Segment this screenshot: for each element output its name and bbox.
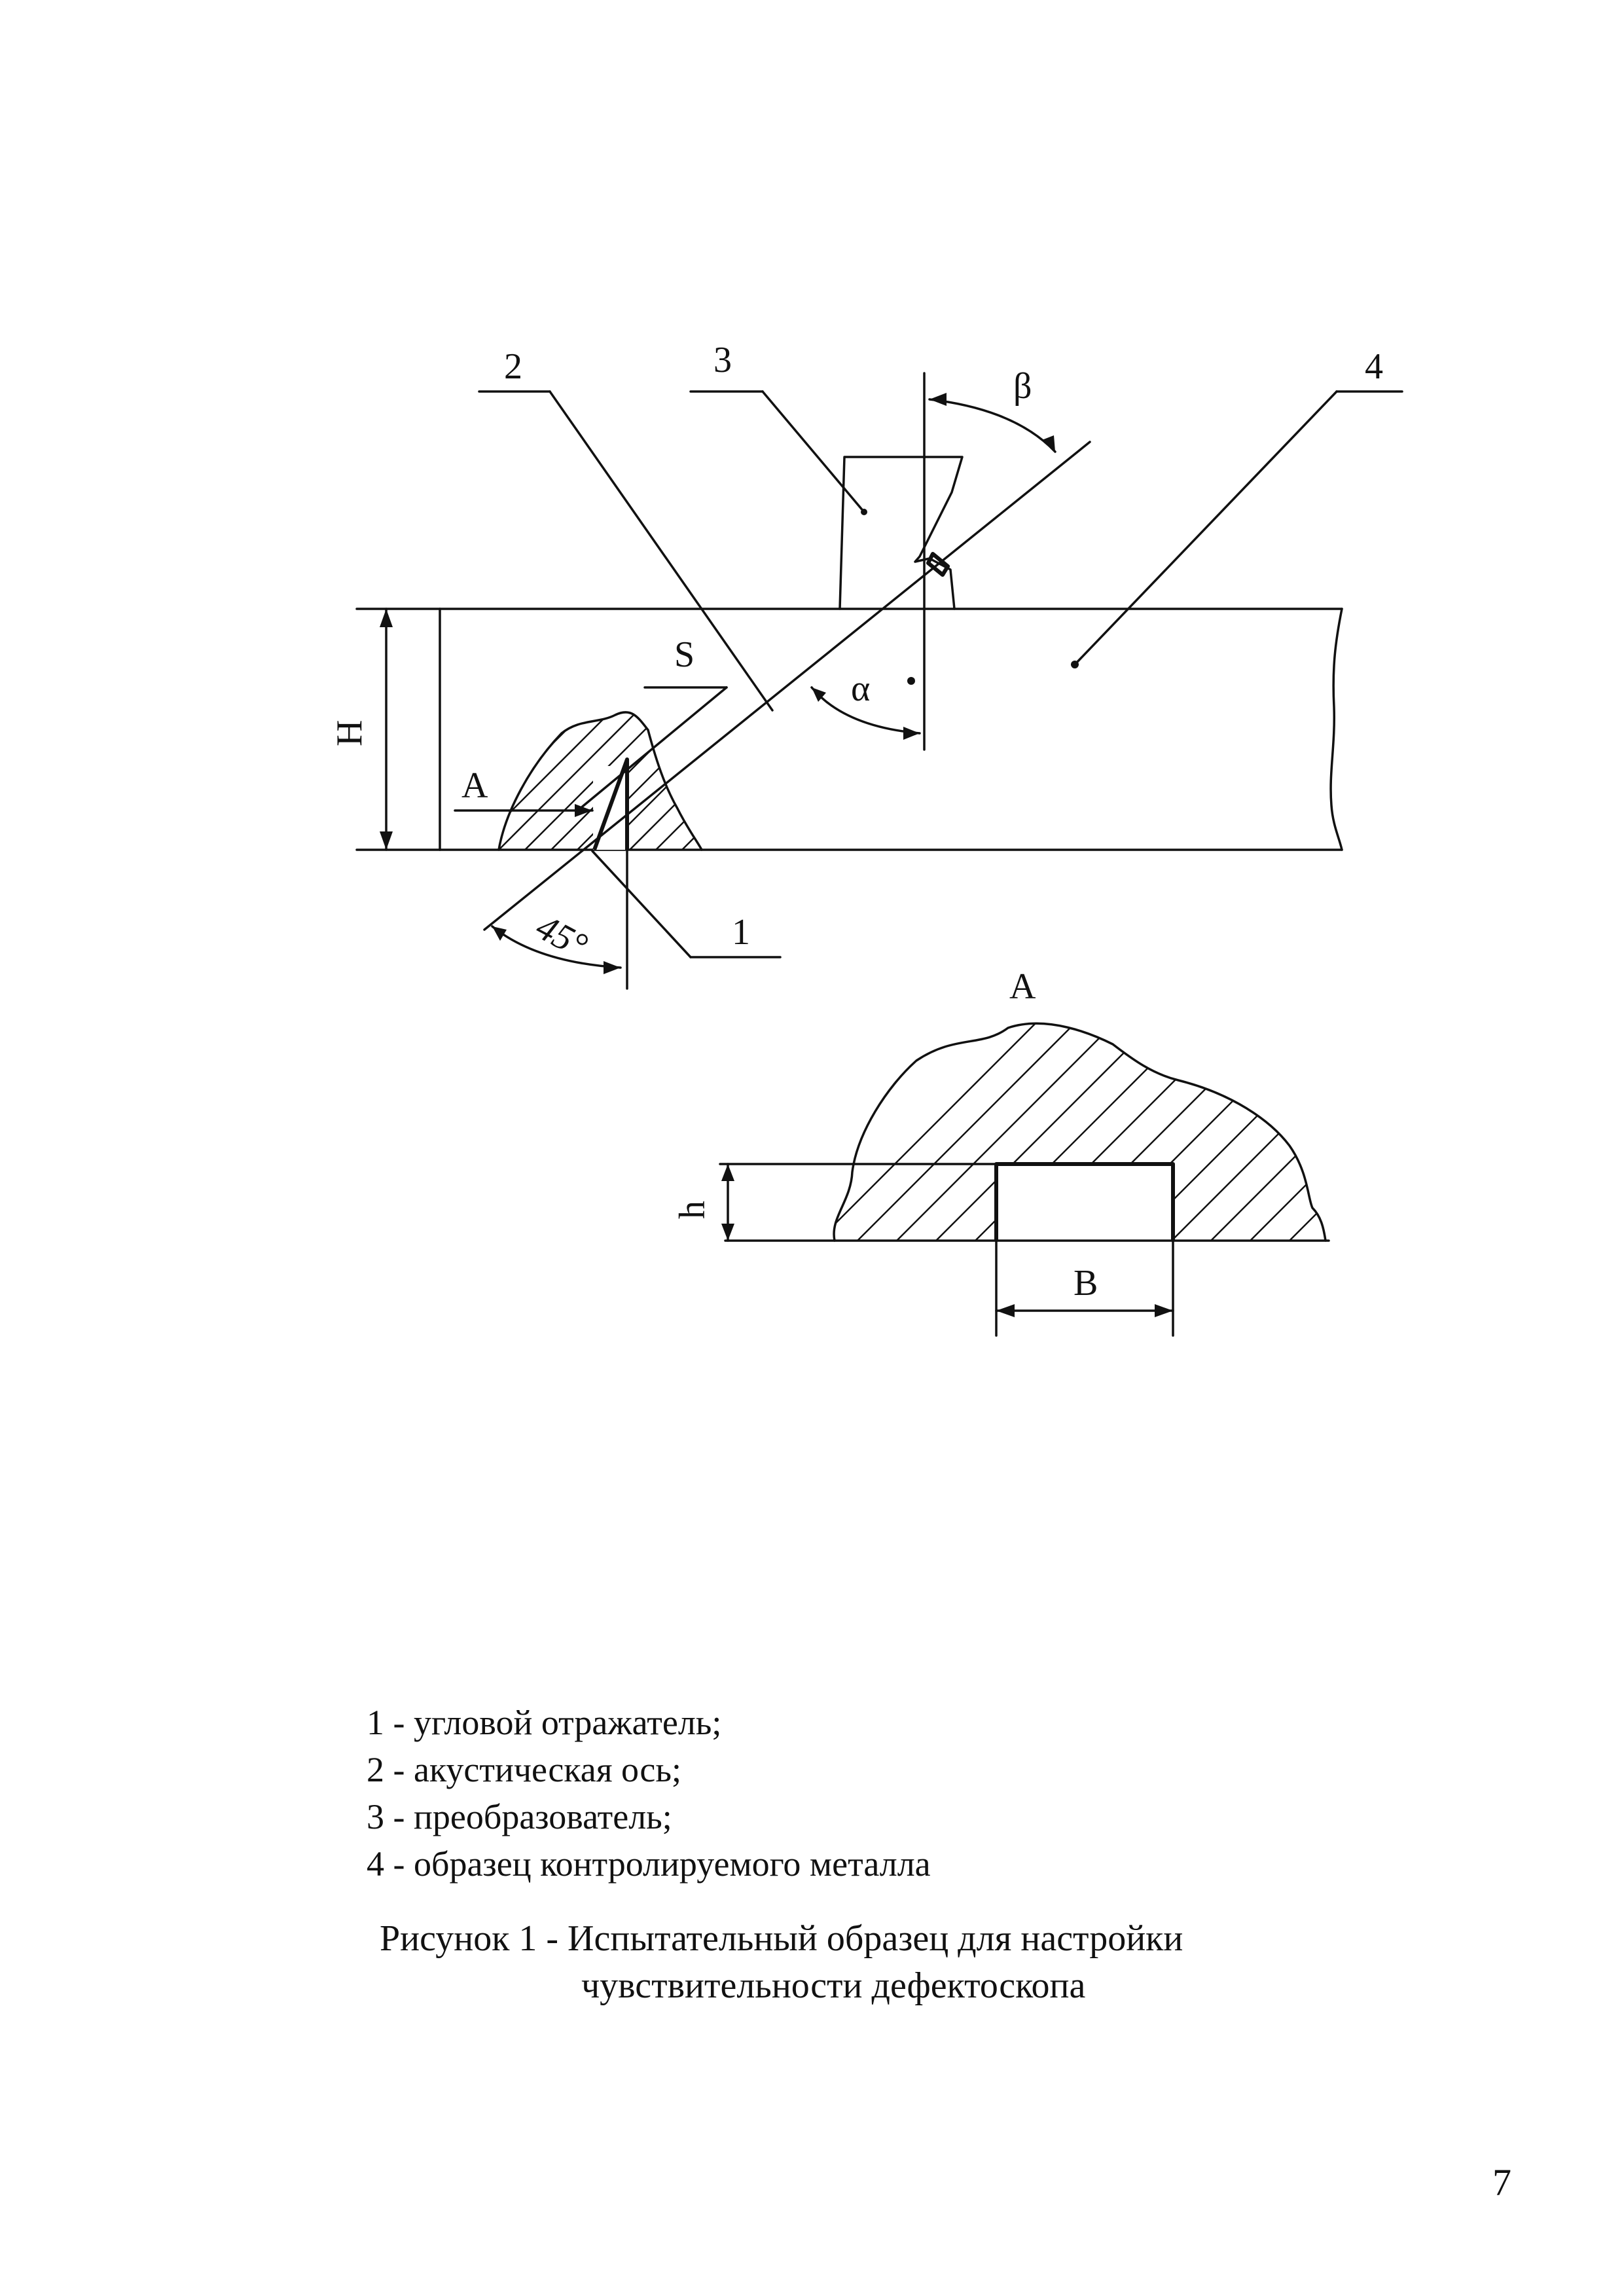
callout-1-label: 1 — [732, 912, 750, 953]
caption-line-2: чувствительности дефектоскопа — [581, 1965, 1086, 2006]
callout-3-label: 3 — [713, 340, 732, 380]
ray-line — [575, 686, 728, 813]
angle-beta: β — [928, 366, 1056, 453]
legend: 1 - угловой отражатель; 2 - акустическая… — [367, 1699, 931, 1887]
beam-label-s: S — [674, 634, 695, 675]
figure-test-sample-drawing: β α 45° A S H 2 3 — [329, 340, 1403, 1337]
callout-4: 4 — [1071, 346, 1403, 668]
callout-2: 2 — [478, 346, 774, 712]
dimension-h-small-label: h — [672, 1201, 713, 1219]
dimension-h-big-label: H — [329, 720, 370, 746]
section-view-title: A — [1009, 966, 1036, 1007]
dimension-h-big: H — [329, 608, 393, 851]
angle-alpha: α — [810, 668, 921, 740]
callout-3: 3 — [689, 340, 867, 515]
legend-item-4: 4 - образец контролируемого металла — [367, 1844, 931, 1884]
legend-item-2: 2 - акустическая ось; — [367, 1750, 681, 1789]
legend-item-3: 3 - преобразователь; — [367, 1797, 672, 1836]
callout-1: 1 — [591, 850, 782, 958]
section-ref-a: A — [454, 765, 594, 817]
legend-item-1: 1 - угловой отражатель; — [367, 1703, 722, 1742]
specimen-block — [355, 608, 1343, 851]
transducer — [839, 456, 964, 610]
dimension-b-label: B — [1074, 1263, 1098, 1303]
angle-45: 45° — [491, 907, 622, 974]
angle-beta-label: β — [1013, 366, 1032, 407]
section-view-a: A h B — [672, 966, 1330, 1337]
page-number: 7 — [1492, 2161, 1511, 2204]
angle-alpha-label: α — [851, 668, 870, 709]
angle-45-label: 45° — [530, 907, 594, 967]
caption-line-1: Рисунок 1 - Испытательный образец для на… — [380, 1918, 1183, 1959]
callout-4-label: 4 — [1365, 346, 1383, 387]
section-ref-a-label: A — [461, 765, 488, 806]
reflector-hatched-region — [497, 711, 703, 851]
callout-2-label: 2 — [504, 346, 522, 387]
acoustic-axis-line — [483, 441, 1091, 931]
